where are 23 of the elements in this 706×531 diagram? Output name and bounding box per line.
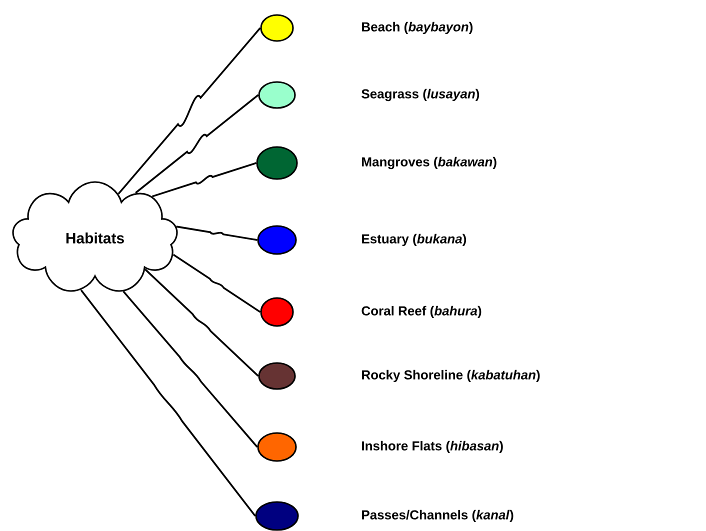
connector-line: [135, 94, 259, 194]
habitat-label: Inshore Flats (hibasan): [362, 440, 503, 454]
habitat-blob: [260, 14, 294, 42]
habitat-blob: [257, 432, 297, 462]
connector-line: [80, 289, 256, 517]
habitat-label: Rocky Shoreline (kabatuhan): [362, 370, 540, 382]
habitat-label: Passes/Channels (kanal): [362, 510, 514, 522]
habitat-blob: [256, 146, 298, 180]
habitat-label: Beach (baybayon): [362, 22, 473, 34]
habitat-blob: [258, 81, 296, 109]
connector-line: [122, 290, 258, 448]
habitat-label: Estuary (bukana): [362, 234, 466, 246]
habitat-label: Seagrass (lusayan): [362, 88, 480, 102]
habitat-blob: [258, 362, 296, 390]
habitat-blob: [257, 225, 297, 255]
connector-line: [176, 226, 258, 241]
habitat-blob: [255, 501, 299, 531]
habitat-blob: [260, 297, 294, 327]
connector-line: [172, 254, 261, 313]
habitat-label: Mangroves (bakawan): [362, 156, 496, 170]
habitat-label: Coral Reef (bahura): [362, 306, 482, 318]
connector-line: [152, 162, 256, 198]
connector-line: [118, 27, 261, 194]
